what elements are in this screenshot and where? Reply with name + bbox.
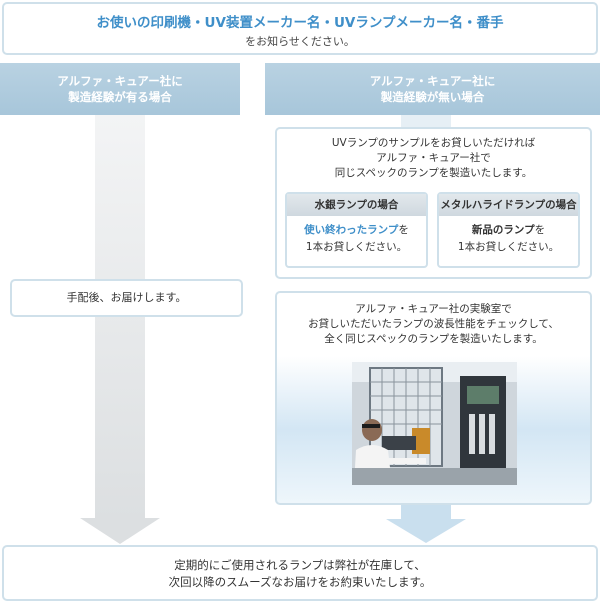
- metal-halide-lamp-box: メタルハライドランプの場合 新品のランプを 1本お貸しください。: [437, 192, 580, 268]
- metal-halide-lamp-suffix: を: [534, 224, 546, 236]
- sample-line2: アルファ・キュアー社で: [376, 152, 491, 164]
- left-flow-arrow-head: [80, 518, 160, 544]
- sample-line1: UVランプのサンプルをお貸しいただければ: [331, 137, 536, 149]
- lab-text: アルファ・キュアー社の実験室で お貸しいただいたランプの波長性能をチェックして、…: [277, 302, 590, 347]
- stock-promise-line2: 次回以降のスムーズなお届けをお約束いたします。: [168, 575, 432, 589]
- header-left-line2: 製造経験が有る場合: [68, 90, 172, 104]
- mercury-lamp-emphasis: 使い終わったランプ: [304, 224, 399, 236]
- sample-text: UVランプのサンプルをお貸しいただければ アルファ・キュアー社で 同じスペックの…: [277, 136, 590, 181]
- header-right-line2: 製造経験が無い場合: [380, 90, 485, 104]
- header-right-line1: アルファ・キュアー社に: [369, 74, 496, 88]
- mercury-lamp-line2: 1本お貸しください。: [305, 241, 408, 253]
- mercury-lamp-box: 水銀ランプの場合 使い終わったランプを 1本お貸しください。: [285, 192, 428, 268]
- lab-photo: [352, 362, 517, 485]
- instruction-box: お使いの印刷機・UV装置メーカー名・UVランプメーカー名・番手 をお知らせくださ…: [2, 2, 598, 55]
- delivery-text: 手配後、お届けします。: [66, 291, 187, 304]
- header-left-line1: アルファ・キュアー社に: [57, 74, 183, 88]
- metal-halide-lamp-line2: 1本お貸しください。: [457, 241, 560, 253]
- header-has-experience: アルファ・キュアー社に 製造経験が有る場合: [0, 63, 240, 115]
- lab-line1: アルファ・キュアー社の実験室で: [355, 303, 512, 315]
- right-flow-arrow-shaft-top: [401, 115, 451, 127]
- mercury-lamp-title: 水銀ランプの場合: [287, 194, 426, 216]
- lab-line2: お貸しいただいたランプの波長性能をチェックして、: [308, 318, 559, 330]
- metal-halide-lamp-body: 新品のランプを 1本お貸しください。: [439, 222, 578, 256]
- mercury-lamp-suffix: を: [398, 224, 409, 236]
- lab-panel: アルファ・キュアー社の実験室で お貸しいただいたランプの波長性能をチェックして、…: [275, 291, 592, 505]
- left-flow-arrow-shaft: [95, 115, 145, 520]
- instruction-title: お使いの印刷機・UV装置メーカー名・UVランプメーカー名・番手: [96, 15, 504, 31]
- instruction-subtitle: をお知らせください。: [245, 35, 355, 48]
- sample-panel: UVランプのサンプルをお貸しいただければ アルファ・キュアー社で 同じスペックの…: [275, 127, 592, 279]
- metal-halide-lamp-emphasis: 新品のランプ: [471, 224, 535, 236]
- sample-line3: 同じスペックのランプを製造いたします。: [334, 167, 533, 179]
- right-flow-arrow-shaft-bottom: [401, 505, 451, 521]
- mercury-lamp-body: 使い終わったランプを 1本お貸しください。: [287, 222, 426, 256]
- delivery-box: 手配後、お届けします。: [10, 279, 243, 317]
- stock-promise-line1: 定期的にご使用されるランプは弊社が在庫して、: [174, 558, 426, 572]
- right-flow-arrow-head: [386, 519, 466, 543]
- stock-promise-box: 定期的にご使用されるランプは弊社が在庫して、 次回以降のスムーズなお届けをお約束…: [2, 545, 598, 601]
- header-no-experience: アルファ・キュアー社に 製造経験が無い場合: [265, 63, 600, 115]
- lab-line3: 全く同じスペックのランプを製造いたします。: [324, 333, 543, 345]
- metal-halide-lamp-title: メタルハライドランプの場合: [439, 194, 578, 216]
